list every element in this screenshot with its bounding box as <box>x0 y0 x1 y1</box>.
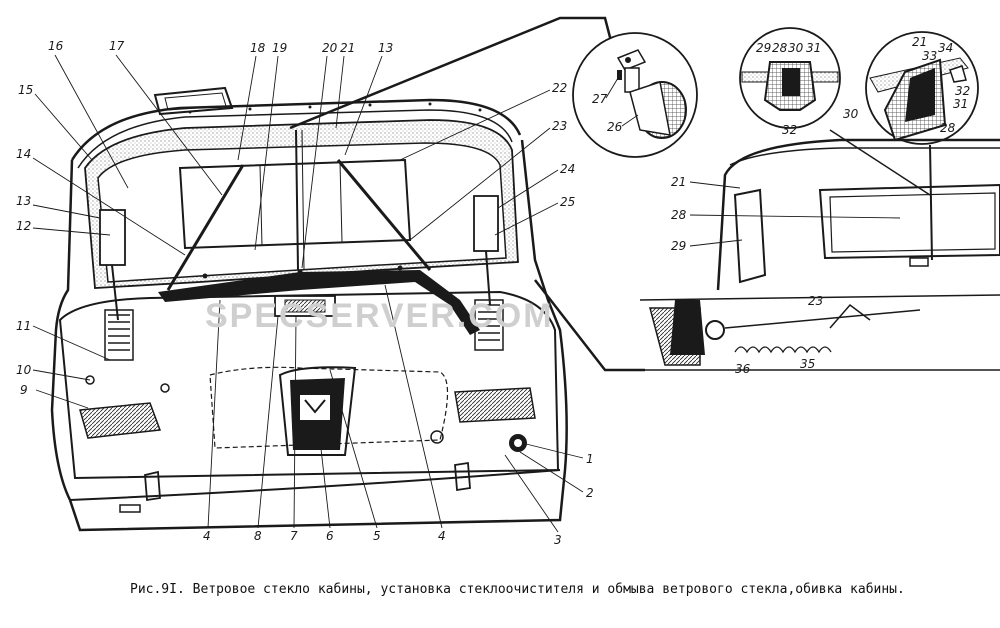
callout-9: 9 <box>20 383 28 397</box>
figure-caption: Рис.9I. Ветровое стекло кабины, установк… <box>130 582 905 597</box>
callout-12: 12 <box>16 219 31 233</box>
callout-36: 36 <box>735 362 751 376</box>
callout-32-a: 32 <box>782 123 797 137</box>
callout-17: 17 <box>109 39 125 53</box>
callout-29-detail: 29 <box>671 239 686 253</box>
return-spring <box>734 346 832 354</box>
callout-21: 21 <box>340 41 355 55</box>
left-visor-bracket <box>99 209 126 266</box>
callout-20: 20 <box>322 41 338 55</box>
callout-24: 24 <box>560 162 575 176</box>
callout-5: 5 <box>373 529 381 543</box>
right-vent <box>454 387 536 423</box>
right-visor-bracket <box>473 195 499 252</box>
callout-4-left: 4 <box>203 529 211 543</box>
right-spring <box>478 304 500 341</box>
inset-pointer <box>289 16 614 130</box>
inset-washer-nozzle: 27 26 <box>289 16 698 158</box>
callout-32-b: 32 <box>955 84 970 98</box>
wiper-arm-left <box>166 164 245 291</box>
callout-7: 7 <box>290 529 298 543</box>
wiper-arm-right <box>336 159 432 271</box>
callout-4-right: 4 <box>438 529 446 543</box>
cab-body-outline <box>50 139 568 532</box>
callout-13-left: 13 <box>16 194 31 208</box>
callout-21-detail: 21 <box>671 175 686 189</box>
callout-3: 3 <box>554 533 562 547</box>
detail-pointer <box>534 279 645 372</box>
side-window <box>818 183 1000 260</box>
callout-33-b: 33 <box>922 49 937 63</box>
callout-8: 8 <box>254 529 262 543</box>
callout-28-b: 28 <box>940 121 956 135</box>
watermark: SPECSERVER.COM <box>205 297 554 335</box>
callout-23-detail: 23 <box>808 294 823 308</box>
roof-lamp <box>153 86 234 116</box>
cab-side-roof <box>716 138 1000 291</box>
callout-2: 2 <box>586 486 594 500</box>
center-post <box>295 129 299 271</box>
dashboard-panel <box>58 290 560 480</box>
callout-15: 15 <box>18 83 33 97</box>
callout-23: 23 <box>552 119 567 133</box>
callout-28-a: 28 <box>772 41 788 55</box>
callout-11: 11 <box>16 319 31 333</box>
callout-31-a: 31 <box>806 41 821 55</box>
callout-1: 1 <box>586 452 594 466</box>
callout-14: 14 <box>16 147 31 161</box>
callout-35: 35 <box>800 357 815 371</box>
leader-lines <box>32 54 584 533</box>
callout-16: 16 <box>48 39 64 53</box>
callout-22: 22 <box>552 81 567 95</box>
callout-19: 19 <box>272 41 287 55</box>
detail-cab-side: 21 28 29 23 35 36 <box>534 129 1000 376</box>
callout-30-a: 30 <box>788 41 804 55</box>
callout-21-b: 21 <box>912 35 927 49</box>
callout-31-b: 31 <box>953 97 968 111</box>
callout-18: 18 <box>250 41 266 55</box>
callout-34-b: 34 <box>938 41 953 55</box>
left-spring <box>108 314 130 351</box>
left-vent <box>79 402 162 439</box>
cab-front-view <box>50 86 568 532</box>
callout-26: 26 <box>607 120 623 134</box>
inset-seal-b: 21 34 33 32 30 31 28 <box>843 31 979 145</box>
callout-29-a: 29 <box>756 41 771 55</box>
callout-10: 10 <box>16 363 32 377</box>
wiper-linkage <box>158 270 480 335</box>
inset-seal-a: 29 28 30 31 32 <box>739 27 841 137</box>
roof-line <box>70 98 522 161</box>
callout-25: 25 <box>560 195 575 209</box>
callout-13-top: 13 <box>378 41 393 55</box>
callout-30-b: 30 <box>843 107 859 121</box>
main-callouts: 16 17 18 19 20 21 13 15 14 13 12 11 10 9… <box>16 39 594 547</box>
callout-6: 6 <box>326 529 334 543</box>
callout-28-detail: 28 <box>671 208 687 222</box>
side-window-pillar <box>733 188 767 284</box>
callout-27: 27 <box>592 92 608 106</box>
